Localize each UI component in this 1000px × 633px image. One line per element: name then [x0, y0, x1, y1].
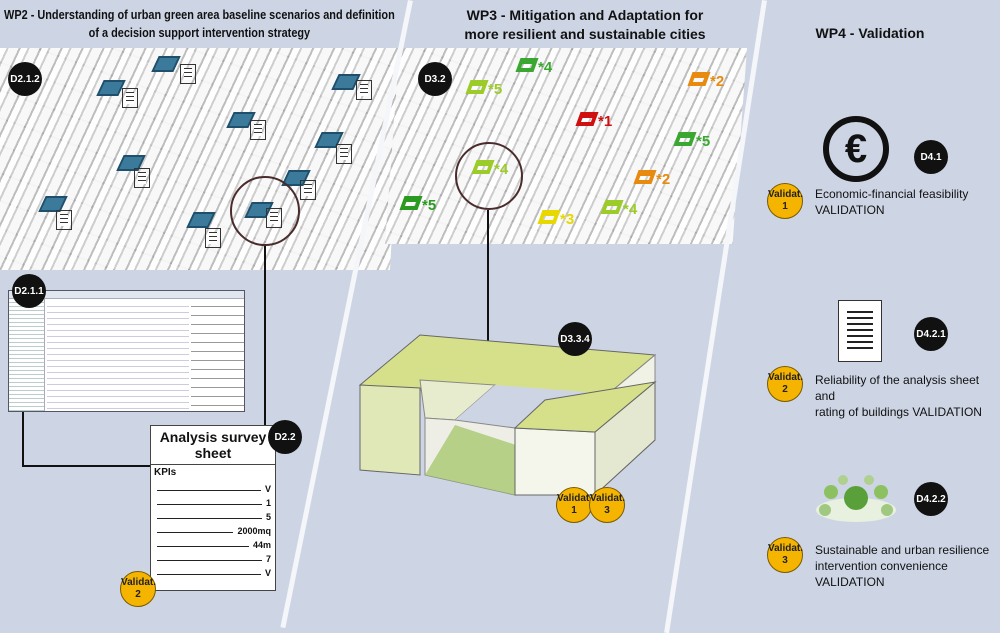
selection-circle	[230, 176, 300, 246]
document-icon	[122, 88, 138, 108]
kpi-row: V	[151, 480, 275, 494]
connector-line	[487, 210, 489, 358]
analysis-survey-sheet: Analysis survey sheet KPIs V 1 5 2000mq …	[150, 425, 276, 591]
kpi-row: 2000mq	[151, 522, 275, 536]
badge-d4-1: D4.1	[914, 140, 948, 174]
badge-d4-2-2: D4.2.2	[914, 482, 948, 516]
building-marker: *2	[687, 72, 724, 90]
document-icon	[250, 120, 266, 140]
wp2-header: WP2 - Understanding of urban green area …	[4, 7, 395, 40]
document-icon	[336, 144, 352, 164]
badge-d2-1-1: D2.1.1	[12, 274, 46, 308]
building-marker: *1	[575, 112, 612, 130]
validation-badge-3: Validat.3	[589, 487, 625, 523]
building-marker: *5	[465, 80, 502, 98]
building-marker: *3	[537, 210, 574, 228]
eco-city-icon	[816, 475, 896, 522]
badge-d2-1-2: D2.1.2	[8, 62, 42, 96]
document-icon	[134, 168, 150, 188]
badge-d3-3-4: D3.3.4	[558, 322, 592, 356]
validation-badge-2: Validat.2	[120, 571, 156, 607]
badge-d4-2-1: D4.2.1	[914, 317, 948, 351]
document-icon	[180, 64, 196, 84]
kpi-label: KPIs	[154, 467, 177, 478]
euro-icon: €	[823, 116, 889, 182]
wp4-header: WP4 - Validation	[815, 25, 925, 41]
kpi-row: 1	[151, 494, 275, 508]
building-marker: *2	[633, 170, 670, 188]
building-3d-model	[358, 334, 657, 497]
validation-badge-3: Validat.3	[767, 537, 803, 573]
document-icon	[205, 228, 221, 248]
document-icon	[300, 180, 316, 200]
wp3-header: WP3 - Mitigation and Adaptation for more…	[464, 7, 706, 42]
document-icon	[56, 210, 72, 230]
validation-badge-1: Validat.1	[767, 183, 803, 219]
building-marker: *4	[515, 58, 552, 76]
selection-circle	[455, 142, 523, 210]
kpi-row: 44m	[151, 536, 275, 550]
building-marker: *5	[673, 132, 710, 150]
connector-line	[264, 246, 266, 426]
document-icon	[356, 80, 372, 100]
validation-badge-2: Validat.2	[767, 366, 803, 402]
kpi-row: 7	[151, 550, 275, 564]
connector-line	[22, 412, 24, 466]
kpi-row: V	[151, 564, 275, 578]
document-icon	[838, 300, 882, 362]
sheet-title: Analysis survey sheet	[151, 426, 275, 465]
badge-d3-2: D3.2	[418, 62, 452, 96]
validation-badge-1: Validat.1	[556, 487, 592, 523]
connector-line	[22, 465, 152, 467]
building-marker: *5	[399, 196, 436, 214]
badge-d2-2: D2.2	[268, 420, 302, 454]
building-marker: *4	[600, 200, 637, 218]
kpi-row: 5	[151, 508, 275, 522]
software-screenshot	[8, 290, 245, 412]
